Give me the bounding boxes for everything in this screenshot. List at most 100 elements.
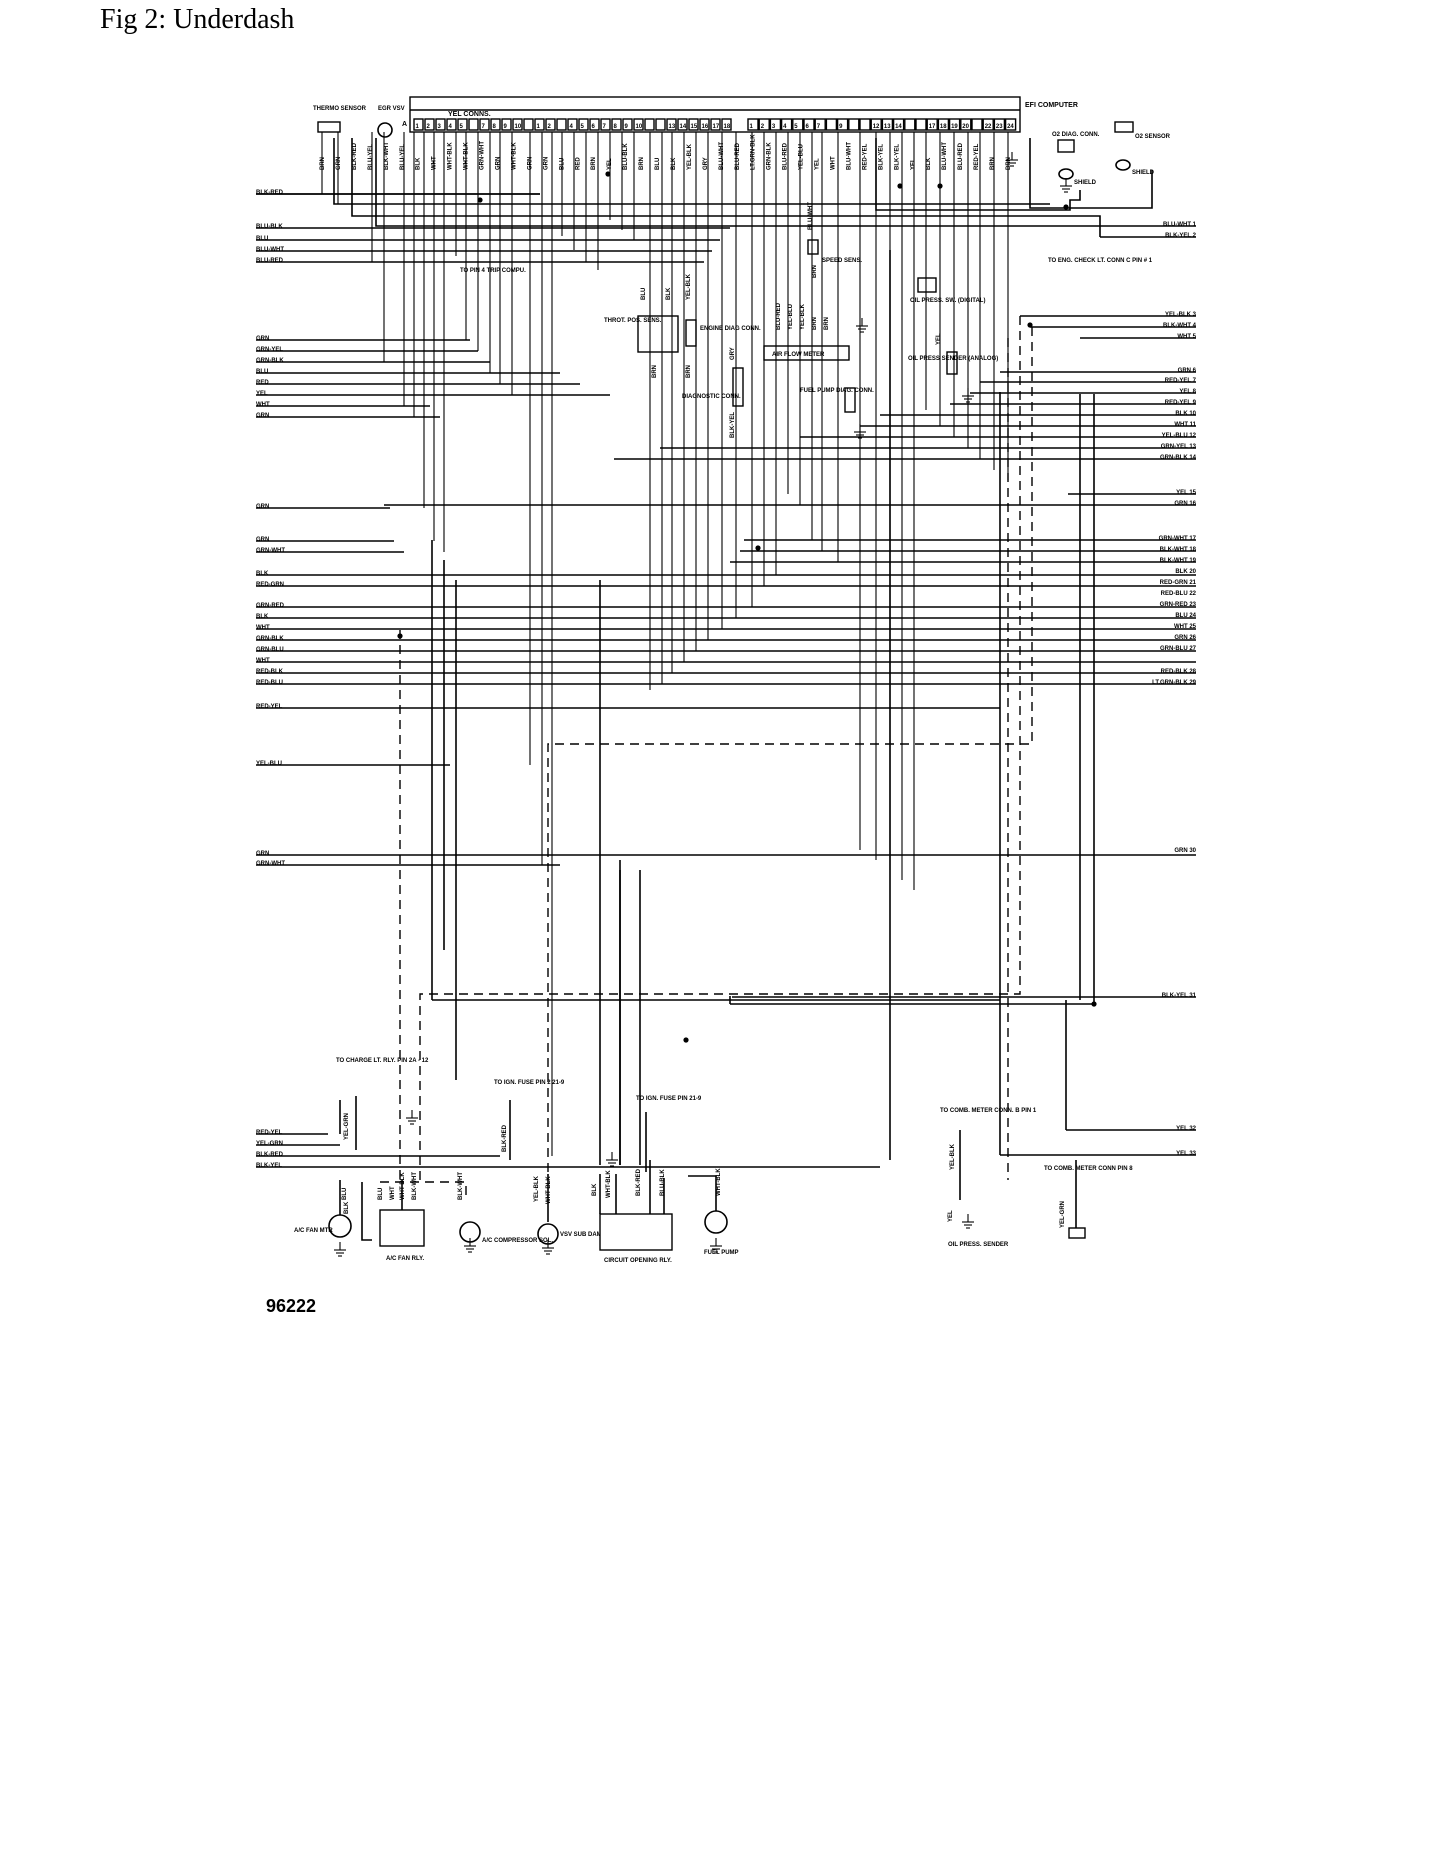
egr-vsv-coil [377, 122, 393, 138]
top-wire-label: YEL [910, 158, 916, 170]
circuit-opening-rly-label: CIRCUIT OPENING RLY. [604, 1258, 672, 1264]
top-wire-label: BLK [416, 157, 422, 170]
component-wire-label: WHT-BLK [400, 1172, 406, 1200]
top-wire-label: BLK-YEL [894, 144, 900, 170]
left-wire-label: RED-GRN [256, 582, 284, 588]
top-wire-label: WHT-BLK [464, 142, 470, 170]
left-wire-label: WHT [256, 625, 270, 631]
ac-fan-mtr-label: A/C FAN MTR [294, 1228, 333, 1234]
left-wire-label: RED-BLK [256, 669, 284, 675]
top-wire-label: GRN [527, 157, 533, 170]
diagnostic-conn-label: DIAGNOSTIC CONN. [682, 394, 741, 400]
pin-cell [512, 118, 523, 131]
pin-number: 10 [515, 124, 522, 130]
engine-diag-conn-label: ENGINE DIAG CONN. [700, 326, 761, 332]
o2-sensor-label: O2 SENSOR [1135, 134, 1171, 140]
component-wire-label: BLU-WHT [808, 202, 814, 230]
pin-number: 8 [614, 124, 618, 130]
o2-diag-conn-label: O2 DIAG. CONN. [1052, 132, 1100, 138]
top-wire-label: BLU-YEL [368, 144, 374, 170]
component-wire-label: BLK-YEL [730, 412, 736, 438]
top-wire-label: YEL-BLK [687, 143, 693, 170]
pin-cell [769, 118, 782, 131]
right-wire-label: RED-BLU 22 [1161, 591, 1197, 597]
left-wire-label: BLU-RED [256, 258, 284, 264]
pin-cell [534, 118, 545, 131]
pin-cell [859, 118, 871, 131]
top-wire-label: BRN [639, 157, 645, 170]
top-wire-label: GRN [543, 157, 549, 170]
top-wire-label: WHT [432, 156, 438, 170]
junction-dot [937, 183, 943, 189]
pin-cell [926, 118, 938, 131]
shield-label-1: SHIELD [1074, 180, 1097, 186]
pin-cell [710, 118, 721, 131]
ac-fan-motor [328, 1214, 352, 1238]
component-wire-label: WHT-BLK [716, 1168, 722, 1196]
ac-compressor-sol-label: A/C COMPRESSOR SOL. [482, 1238, 553, 1244]
component-wire-label: YEL [936, 333, 942, 345]
top-wire-label: GRN [336, 157, 342, 170]
pin-cell [457, 118, 468, 131]
right-wire-label: BLU-WHT 1 [1163, 222, 1197, 228]
right-wire-label: BLK 20 [1175, 569, 1196, 575]
right-wire-label: YEL-BLU 12 [1162, 433, 1197, 439]
to-charge-lt-label: TO CHARGE LT. RLY. PIN 2A - 12 [336, 1058, 429, 1064]
pin-cell [666, 118, 677, 131]
top-wire-label: BLU-BLK [623, 143, 629, 170]
left-wire-label: GRN [256, 504, 269, 510]
pin-cell [699, 118, 710, 131]
component-wire-label: BRN [812, 265, 818, 278]
left-wire-label: BLU [256, 236, 268, 242]
left-wire-label: GRN-BLK [256, 358, 284, 364]
component-wire-label: YEL-BLK [534, 1175, 540, 1202]
top-wire-label: LT.GRN-BLK [751, 134, 757, 170]
component-wire-label: BRN [652, 365, 658, 378]
right-wire-label: YEL 33 [1176, 1151, 1197, 1157]
pin-cell [468, 118, 479, 131]
component-wire-label: BLK-RED [502, 1124, 508, 1152]
pin-number: 6 [806, 124, 810, 130]
pin-number: 9 [504, 124, 508, 130]
speed-sens-label: SPEED SENS. [822, 258, 862, 264]
pin-number: 13 [669, 124, 676, 130]
pin-cell [490, 118, 501, 131]
left-wire-label: GRN [256, 336, 269, 342]
left-wire-label: WHT [256, 658, 270, 664]
component-wire-label: BRN [824, 317, 830, 330]
right-wire-label: BLK-YEL 2 [1165, 233, 1197, 239]
top-run [351, 138, 1101, 237]
component-wire-label: YEL-BLK [686, 273, 692, 300]
component-wire-label: YEL-BLU [788, 304, 794, 330]
right-wire-label: GRN-BLK 14 [1160, 455, 1197, 461]
pin-number: 13 [884, 124, 891, 130]
component-wire-label: BLK-RED [636, 1168, 642, 1196]
pin-number: 5 [581, 124, 585, 130]
oil-press-switch [917, 277, 937, 293]
right-wire-label: BLK-YEL 31 [1162, 993, 1197, 999]
pin-cell [622, 118, 633, 131]
left-wire-label: YEL-BLU [256, 761, 282, 767]
top-wire-label: WHT-BLK [448, 142, 454, 170]
component-wire-label: BLK [666, 287, 672, 300]
left-wire-label: BLU [256, 369, 268, 375]
to-comb-meter-pin8-label: TO COMB. METER CONN PIN 8 [1044, 1166, 1133, 1172]
pin-cell [803, 118, 815, 131]
top-wire-label: GRN-WHT [480, 141, 486, 170]
top-wire-label: RED-YEL [974, 143, 980, 170]
o2-diag-connector [1057, 139, 1075, 153]
ac-fan-rly-label: A/C FAN RLY. [386, 1256, 424, 1262]
pin-cell [825, 118, 838, 131]
component-wire-label: YEL [948, 1210, 954, 1222]
pin-cell [721, 118, 732, 131]
pin-cell [758, 118, 770, 131]
pin-cell [600, 118, 611, 131]
pin-number: 1 [416, 124, 420, 130]
top-wire-label: BLU [559, 158, 565, 170]
fuel-pump-motor [704, 1210, 728, 1234]
pin-cell [792, 118, 804, 131]
right-wire-label: GRN 16 [1174, 501, 1196, 507]
left-wire-label: RED-BLU [256, 680, 283, 686]
